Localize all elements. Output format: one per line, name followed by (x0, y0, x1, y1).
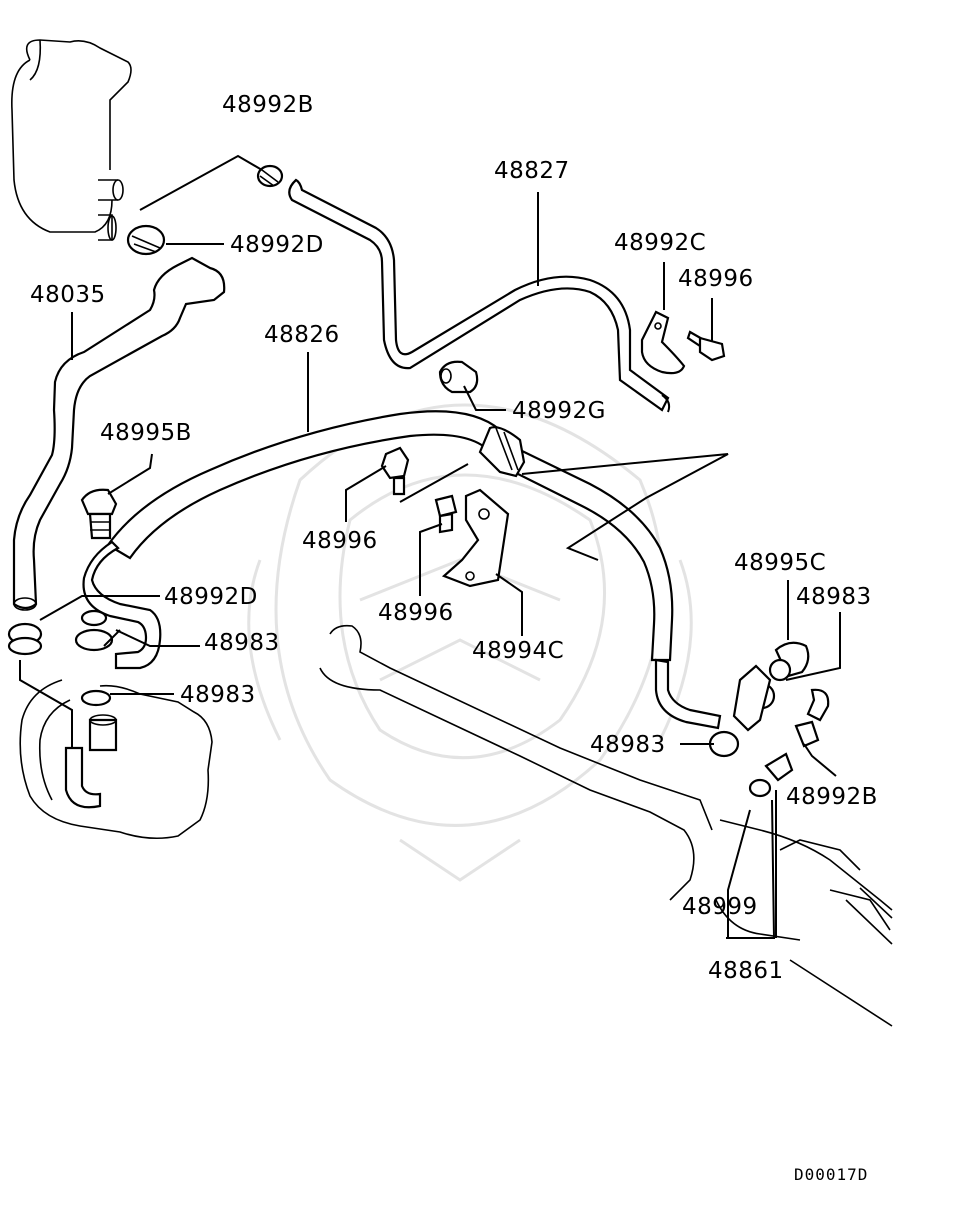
callout-48992B-top: 48992B (222, 92, 314, 118)
callout-48035: 48035 (30, 282, 106, 308)
callout-48983-left-bottom: 48983 (180, 682, 256, 708)
plug-48995B (80, 488, 118, 540)
callout-48996-center: 48996 (302, 528, 378, 554)
diagram-code: D00017D (794, 1165, 868, 1184)
reservoir-tank (11, 39, 132, 241)
hose-48827 (288, 178, 671, 413)
callout-48995B: 48995B (100, 420, 192, 446)
bolt-48996-center (380, 446, 410, 496)
fittings-right (708, 641, 830, 798)
callout-48992D-top: 48992D (230, 232, 324, 258)
bolt-48996-right (686, 330, 726, 362)
pump-assembly (19, 609, 213, 840)
callout-48992C: 48992C (614, 230, 706, 256)
callout-48861: 48861 (708, 958, 784, 984)
clamp-48992B-top (256, 164, 284, 188)
clamp-48992D-top (126, 224, 166, 256)
callout-48996-bracket: 48996 (378, 600, 454, 626)
callout-48827: 48827 (494, 158, 570, 184)
callouts: 48992B 48827 48992D 48992C 48996 48035 4… (30, 92, 878, 984)
callout-48826: 48826 (264, 322, 340, 348)
bolt-48996-bracket (434, 494, 458, 534)
watermark (247, 403, 693, 882)
clamp-48992G (438, 360, 479, 394)
callout-48983-left-top: 48983 (204, 630, 280, 656)
callout-48999: 48999 (682, 894, 758, 920)
callout-48995C: 48995C (734, 550, 826, 576)
clamp-48992D-left (7, 622, 43, 656)
callout-48983-right-bottom: 48983 (590, 732, 666, 758)
hose-clamp-middle (478, 426, 526, 478)
callout-48992D-left: 48992D (164, 584, 258, 610)
callout-48994C: 48994C (472, 638, 564, 664)
steering-gear (319, 624, 893, 1027)
clamp-48992C (640, 310, 686, 375)
leader-lines (19, 154, 841, 939)
bracket-48994C (441, 488, 510, 588)
callout-48996-right: 48996 (678, 266, 754, 292)
hose-48035 (12, 256, 226, 611)
callout-48992B-right: 48992B (786, 784, 878, 810)
callout-48983-right-top: 48983 (796, 584, 872, 610)
callout-48992G: 48992G (512, 398, 606, 424)
